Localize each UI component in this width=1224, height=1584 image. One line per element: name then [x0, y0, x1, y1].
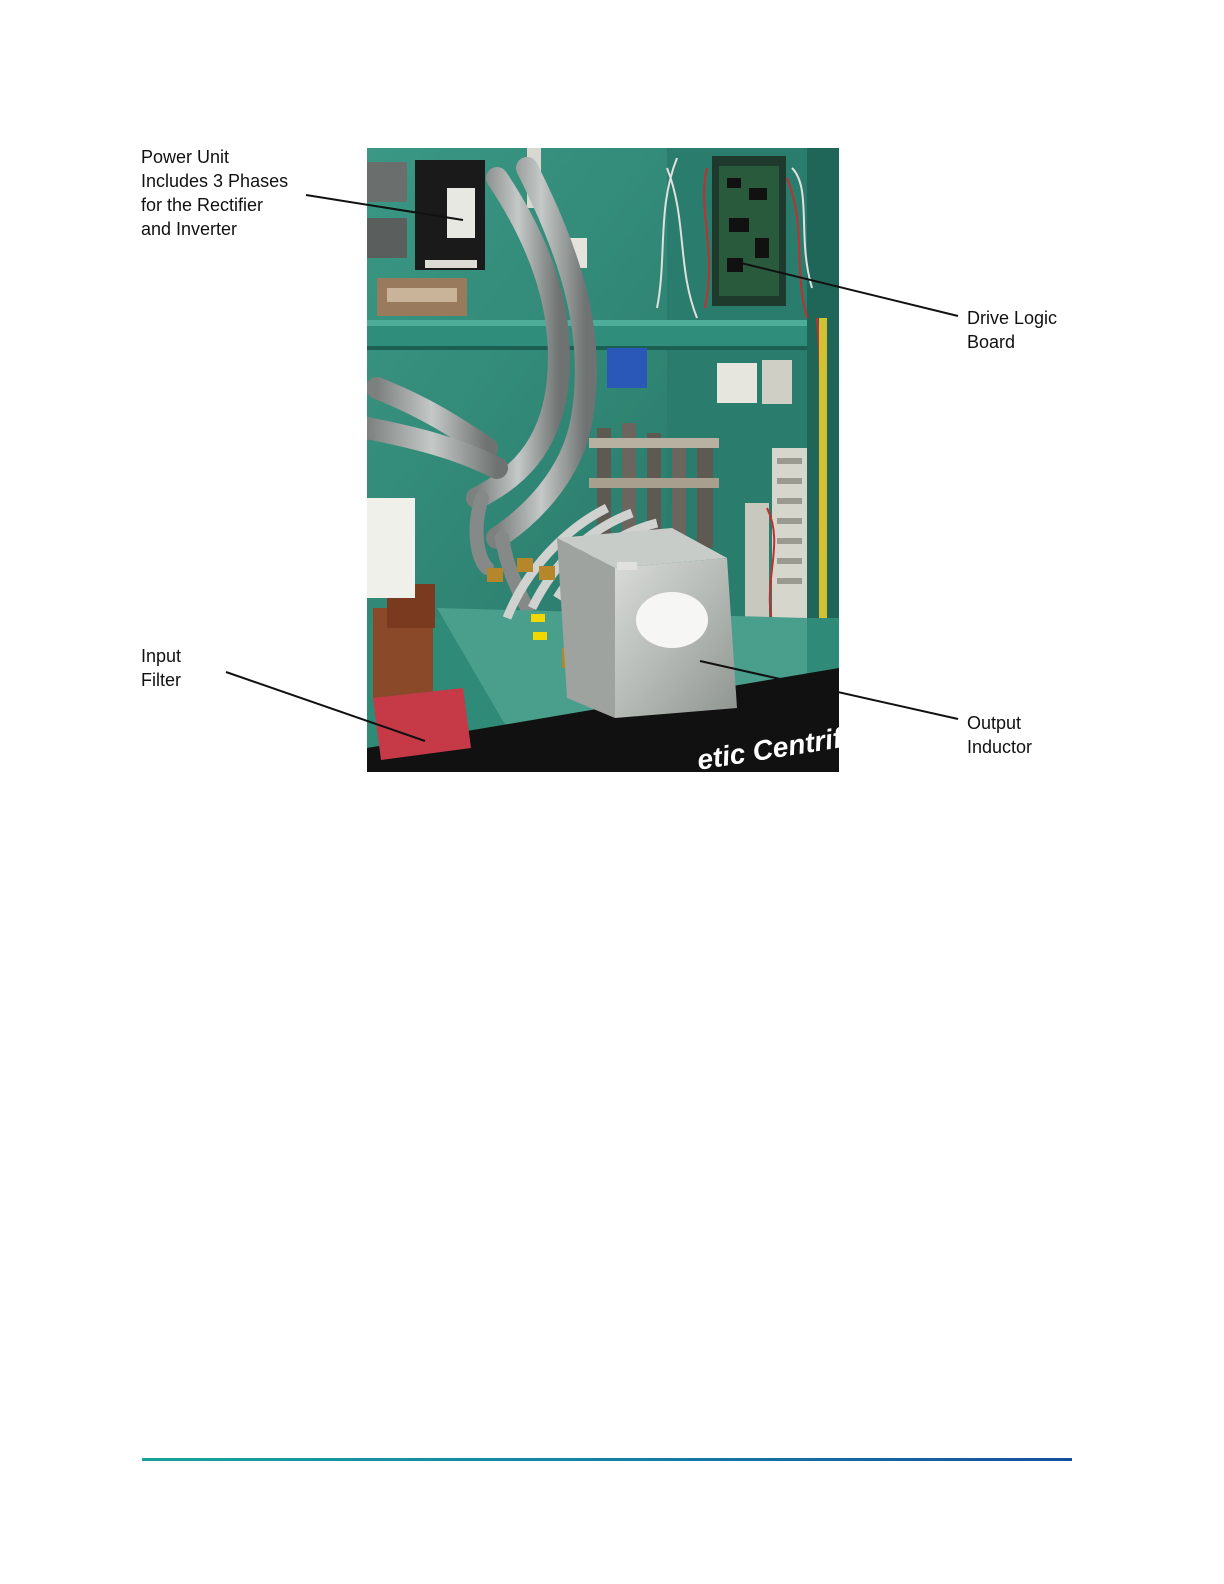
footer-rule	[142, 1458, 1072, 1461]
equipment-photo: etic Centrifuga	[367, 148, 839, 772]
output-inductor-box	[557, 528, 737, 718]
callout-power-unit: Power Unit Includes 3 Phases for the Rec…	[141, 145, 288, 241]
terminal-strip	[772, 448, 807, 618]
callout-output-inductor: Output Inductor	[967, 711, 1032, 759]
callout-drive-logic-board: Drive Logic Board	[967, 306, 1057, 354]
bus-bars	[589, 423, 719, 548]
callout-input-filter: Input Filter	[141, 644, 181, 692]
